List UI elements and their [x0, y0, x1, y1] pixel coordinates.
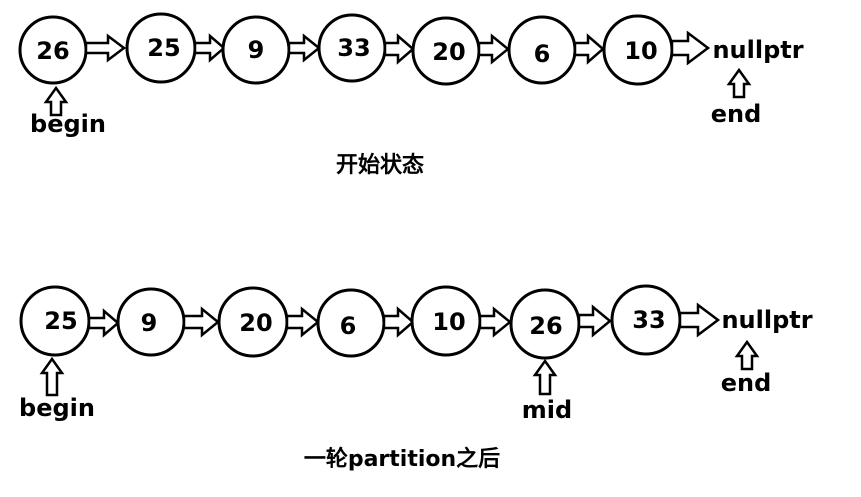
node-value: 6 — [340, 312, 357, 340]
next-arrow — [287, 33, 322, 63]
begin-pointer-label: begin — [30, 110, 106, 138]
list-node: 26 — [18, 15, 88, 85]
list-node: 6 — [507, 15, 577, 85]
next-arrow — [577, 304, 612, 338]
next-arrow — [573, 33, 605, 65]
begin-pointer-label: begin — [19, 394, 95, 422]
next-arrow — [84, 33, 127, 63]
end-pointer-arrow — [734, 339, 760, 371]
list-node: 9 — [221, 15, 291, 85]
row-caption: 一轮partition之后 — [304, 446, 500, 472]
node-value: 25 — [44, 307, 77, 335]
list-node: 25 — [125, 12, 197, 84]
list-node: 20 — [411, 16, 481, 86]
mid-pointer-arrow — [532, 358, 558, 396]
row-after-partition: 25 9 20 6 10 26 33 — [19, 284, 813, 472]
end-pointer-label: end — [711, 100, 762, 128]
terminator-label: nullptr — [721, 306, 812, 334]
list-node: 26 — [509, 288, 581, 360]
list-node: 10 — [410, 285, 482, 357]
node-value: 6 — [534, 40, 551, 68]
begin-pointer-arrow — [39, 356, 65, 397]
next-arrow — [670, 30, 711, 66]
list-node: 20 — [217, 286, 289, 358]
list-node: 33 — [317, 13, 387, 83]
next-arrow — [87, 308, 120, 338]
next-arrow — [478, 306, 512, 338]
end-pointer-arrow — [726, 67, 752, 99]
row-caption: 开始状态 — [336, 152, 424, 178]
next-arrow — [678, 302, 721, 338]
next-arrow — [383, 33, 415, 65]
node-value: 9 — [248, 36, 265, 64]
next-arrow — [285, 306, 320, 338]
node-value: 10 — [624, 37, 657, 65]
node-value: 33 — [337, 34, 370, 62]
node-value: 9 — [141, 309, 158, 337]
node-value: 26 — [529, 312, 562, 340]
next-arrow — [193, 33, 226, 63]
next-arrow — [477, 33, 510, 65]
list-node: 9 — [116, 287, 186, 357]
node-value: 25 — [147, 34, 180, 62]
list-node: 6 — [316, 288, 386, 358]
begin-pointer-arrow — [43, 85, 69, 117]
mid-pointer-label: mid — [522, 396, 572, 424]
node-value: 20 — [239, 309, 272, 337]
node-value: 20 — [432, 38, 465, 66]
node-value: 33 — [632, 306, 665, 334]
list-node: 33 — [610, 284, 682, 356]
list-node: 10 — [602, 14, 674, 86]
list-node: 25 — [19, 285, 91, 357]
node-value: 10 — [432, 308, 465, 336]
node-value: 26 — [36, 37, 69, 65]
row-initial-state: 26 25 9 33 20 6 10 — [18, 12, 804, 178]
terminator-label: nullptr — [712, 36, 803, 64]
end-pointer-label: end — [721, 369, 772, 397]
next-arrow — [382, 306, 415, 338]
next-arrow — [182, 306, 220, 338]
